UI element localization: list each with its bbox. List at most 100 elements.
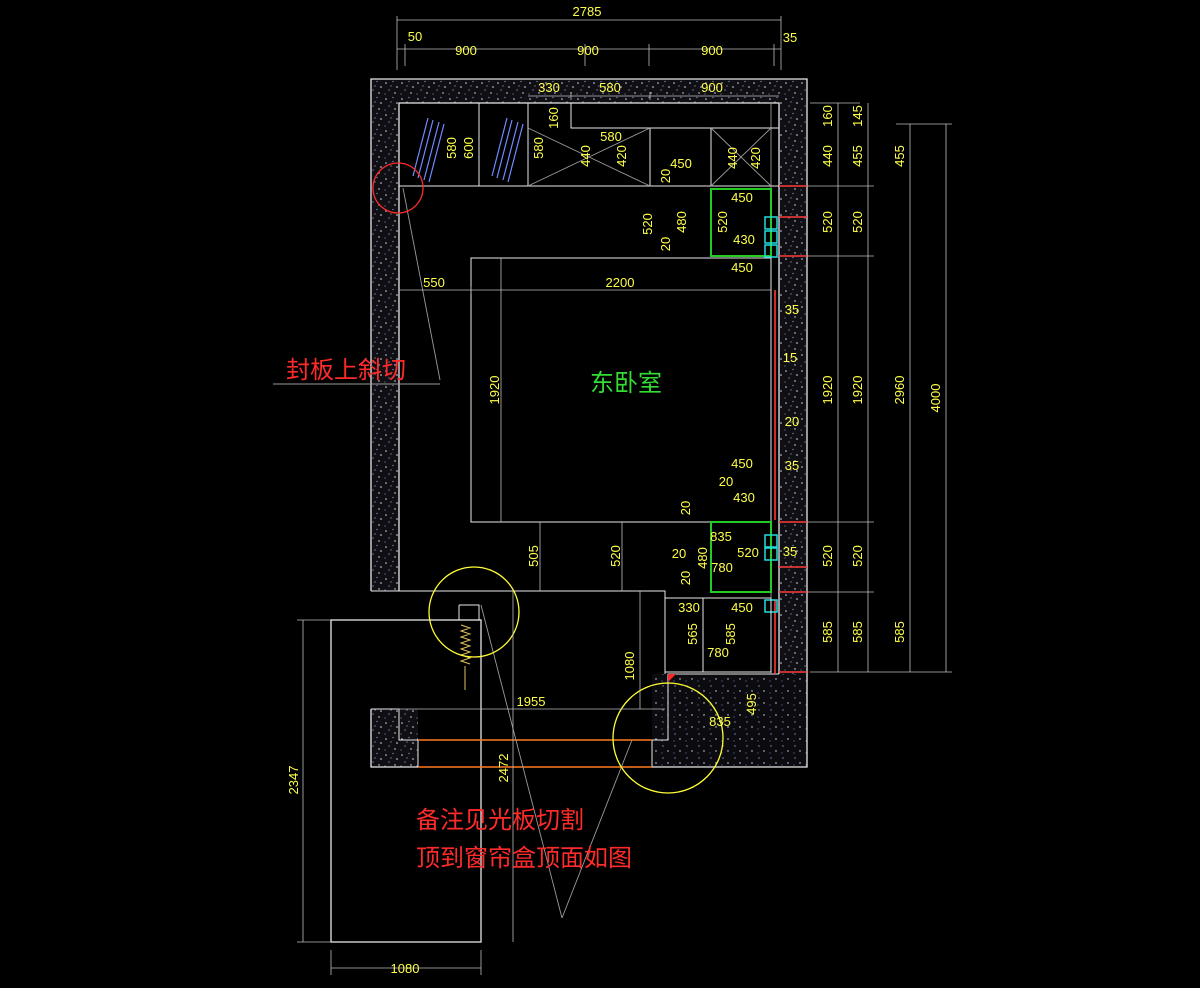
nightstand-top: [710, 188, 772, 257]
note-bevel-cut: 封板上斜切: [286, 356, 406, 384]
dim-v420b: 420: [748, 147, 763, 169]
hanger-icons: [412, 117, 524, 183]
highlight-circle: [428, 566, 520, 658]
dim-h450e: 450: [731, 600, 753, 615]
room-label: 东卧室: [590, 369, 662, 397]
dim-right-35a: 35: [785, 302, 799, 317]
highlight-circle: [612, 682, 724, 794]
dim-col2-145: 145: [850, 105, 865, 127]
dim-col2-585: 585: [850, 621, 865, 643]
dim-inner-900: 900: [701, 80, 723, 95]
dim-col2-455: 455: [850, 145, 865, 167]
top-wardrobe: [399, 103, 779, 187]
wall-bottom-right-fill: [652, 674, 807, 767]
dim-v480b: 480: [695, 547, 710, 569]
cut-circle: [372, 162, 424, 214]
dim-v520d: 520: [608, 545, 623, 567]
dim-col2-520a: 520: [850, 211, 865, 233]
dim-v480a: 480: [674, 211, 689, 233]
dim-col1-585: 585: [820, 621, 835, 643]
dim-h450c: 450: [731, 260, 753, 275]
dim-v2347: 2347: [286, 766, 301, 795]
dim-top-total: 2785: [573, 4, 602, 19]
dim-v495: 495: [744, 693, 759, 715]
dim-v440b: 440: [725, 147, 740, 169]
dim-v565: 565: [685, 623, 700, 645]
socket-icon: [764, 230, 778, 244]
leader-line: [402, 187, 441, 381]
dim-col3-585: 585: [892, 621, 907, 643]
wardrobe-cross: [710, 127, 772, 187]
wall-top-fill: [371, 79, 807, 103]
dim-inner-580: 580: [599, 80, 621, 95]
dim-h780b: 780: [707, 645, 729, 660]
dim-v600: 600: [461, 137, 476, 159]
dim-top-seg3: 900: [701, 43, 723, 58]
dim-h550: 550: [423, 275, 445, 290]
wall-bottom-right-step: [651, 673, 779, 767]
dim-col2-1920: 1920: [850, 376, 865, 405]
cabinet-box: [664, 597, 772, 673]
dim-h430a: 430: [733, 232, 755, 247]
annotations: 封板上斜切 备注见光板切割 顶到窗帘盒顶面如图: [286, 356, 632, 872]
note-remark-line2: 顶到窗帘盒顶面如图: [416, 844, 632, 872]
dim-col3-455: 455: [892, 145, 907, 167]
socket-icon: [764, 547, 778, 561]
red-ticks: [779, 185, 807, 673]
dim-right-35b: 35: [785, 458, 799, 473]
dim-h20a: 20: [719, 474, 733, 489]
dim-h450b: 450: [731, 190, 753, 205]
dim-top-seg2: 900: [577, 43, 599, 58]
bed: [470, 257, 772, 523]
dim-v160: 160: [546, 107, 561, 129]
dim-right-15: 15: [783, 350, 797, 365]
wall-bottom-left-step: [371, 708, 419, 767]
dim-col1-160: 160: [820, 105, 835, 127]
dim-v1080: 1080: [622, 652, 637, 681]
dim-h1955: 1955: [517, 694, 546, 709]
socket-icon: [764, 534, 778, 548]
sockets: [764, 216, 778, 613]
dim-v20c: 20: [678, 501, 693, 515]
dim-v580b: 580: [531, 137, 546, 159]
spring-icon: [459, 624, 472, 665]
dim-v20b: 20: [658, 237, 673, 251]
socket-icon: [764, 244, 778, 258]
dim-right-20: 20: [785, 414, 799, 429]
wall-inner-outline: [398, 102, 780, 674]
dim-v20d: 20: [672, 546, 686, 561]
dim-top-right-gap: 35: [783, 30, 797, 45]
note-remark-line1: 备注见光板切割: [416, 806, 584, 834]
dim-v20e: 20: [678, 571, 693, 585]
dim-h580: 580: [600, 129, 622, 144]
dim-h430b: 430: [733, 490, 755, 505]
socket-icon: [764, 216, 778, 230]
dim-right-35c: 35: [783, 544, 797, 559]
dimension-labels: 2785 50 900 900 900 35 330 580 900 580 6…: [286, 4, 943, 976]
dim-h450d: 450: [731, 456, 753, 471]
wall-outer-outline: [370, 78, 808, 768]
dim-col1-440: 440: [820, 145, 835, 167]
dim-col1-520b: 520: [820, 545, 835, 567]
balcony-outline: [330, 619, 482, 943]
dim-v505: 505: [526, 545, 541, 567]
dim-v520a: 520: [640, 213, 655, 235]
wardrobe-cross: [527, 127, 651, 187]
dim-h835a: 835: [710, 529, 732, 544]
dim-h2200: 2200: [606, 275, 635, 290]
dim-h780a: 780: [711, 560, 733, 575]
dim-v420a: 420: [614, 145, 629, 167]
wall-notch-void: [571, 103, 779, 128]
dim-col2-520b: 520: [850, 545, 865, 567]
wall-bottom-left-fill: [371, 709, 418, 767]
dim-h330b: 330: [678, 600, 700, 615]
dimension-lines: [297, 16, 952, 975]
dim-top-left-gap: 50: [408, 29, 422, 44]
dim-v1920: 1920: [487, 376, 502, 405]
bed-outline: [470, 257, 772, 523]
dim-col4-4000: 4000: [928, 384, 943, 413]
dim-v585a: 585: [723, 623, 738, 645]
dim-col3-2960: 2960: [892, 376, 907, 405]
dim-v20a: 20: [658, 169, 673, 183]
dim-v440a: 440: [578, 145, 593, 167]
